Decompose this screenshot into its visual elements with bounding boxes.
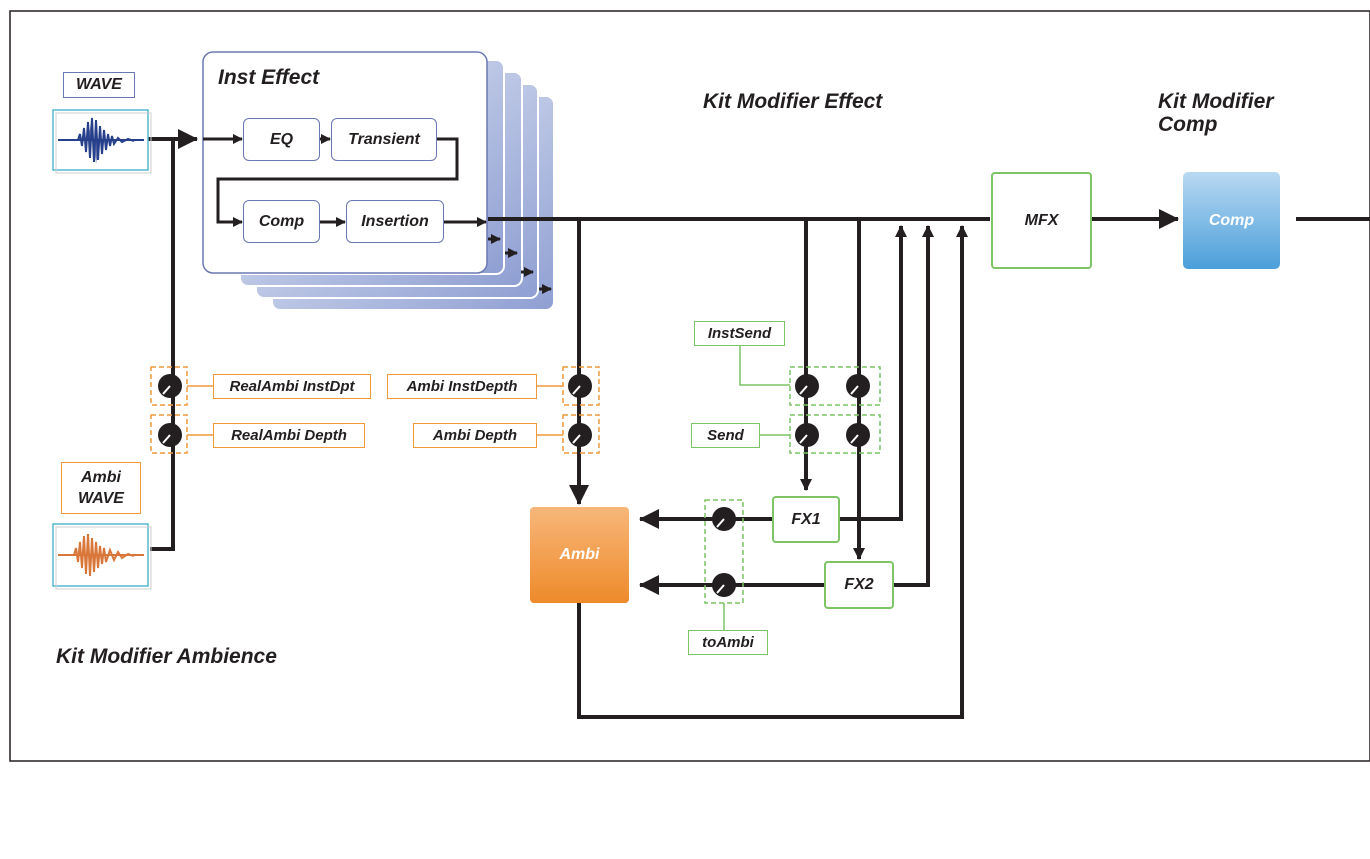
eq-block[interactable]: EQ <box>243 118 320 161</box>
kit-modifier-ambience-title: Kit Modifier Ambience <box>56 645 277 668</box>
comp-block-fill <box>1183 172 1280 269</box>
ambi-depth-label: Ambi Depth <box>413 423 537 448</box>
knob-icon[interactable] <box>712 507 736 531</box>
toambi-label: toAmbi <box>688 630 768 655</box>
send-label: Send <box>691 423 760 448</box>
comp-insert-block[interactable]: Comp <box>243 200 320 243</box>
ambi-wave-label: Ambi WAVE <box>61 462 141 514</box>
kit-comp-block[interactable]: Comp <box>1208 211 1255 229</box>
waveform-icon <box>52 523 152 590</box>
waveform-icon <box>52 109 152 174</box>
realambi-depth-label: RealAmbi Depth <box>213 423 365 448</box>
ambi-wave-label-line1: Ambi <box>81 469 121 486</box>
fx1-block[interactable]: FX1 <box>772 496 840 543</box>
knobs <box>158 374 870 597</box>
ambi-wave-label-line2: WAVE <box>78 490 124 507</box>
insertion-block[interactable]: Insertion <box>346 200 444 243</box>
transient-block[interactable]: Transient <box>331 118 437 161</box>
wave-label: WAVE <box>63 72 135 98</box>
kit-modifier-comp-title-line1: Kit Modifier <box>1158 90 1274 113</box>
knob-icon[interactable] <box>795 374 819 398</box>
kit-modifier-comp-title-line2: Comp <box>1158 113 1218 136</box>
knob-icon[interactable] <box>568 374 592 398</box>
ambi-block-fill <box>530 507 629 603</box>
instsend-label: InstSend <box>694 321 785 346</box>
kit-modifier-effect-title: Kit Modifier Effect <box>703 90 883 113</box>
knob-icon[interactable] <box>846 423 870 447</box>
fx2-block[interactable]: FX2 <box>824 561 894 609</box>
knob-icon[interactable] <box>568 423 592 447</box>
knob-icon[interactable] <box>158 374 182 398</box>
knob-icon[interactable] <box>712 573 736 597</box>
mfx-block[interactable]: MFX <box>991 172 1092 269</box>
inst-effect-title: Inst Effect <box>218 66 320 89</box>
ambi-instdepth-label: Ambi InstDepth <box>387 374 537 399</box>
knob-icon[interactable] <box>158 423 182 447</box>
diagram-frame <box>9 10 1370 762</box>
ambi-block[interactable]: Ambi <box>559 546 600 563</box>
knob-icon[interactable] <box>795 423 819 447</box>
knob-icon[interactable] <box>846 374 870 398</box>
realambi-instdpt-label: RealAmbi InstDpt <box>213 374 371 399</box>
